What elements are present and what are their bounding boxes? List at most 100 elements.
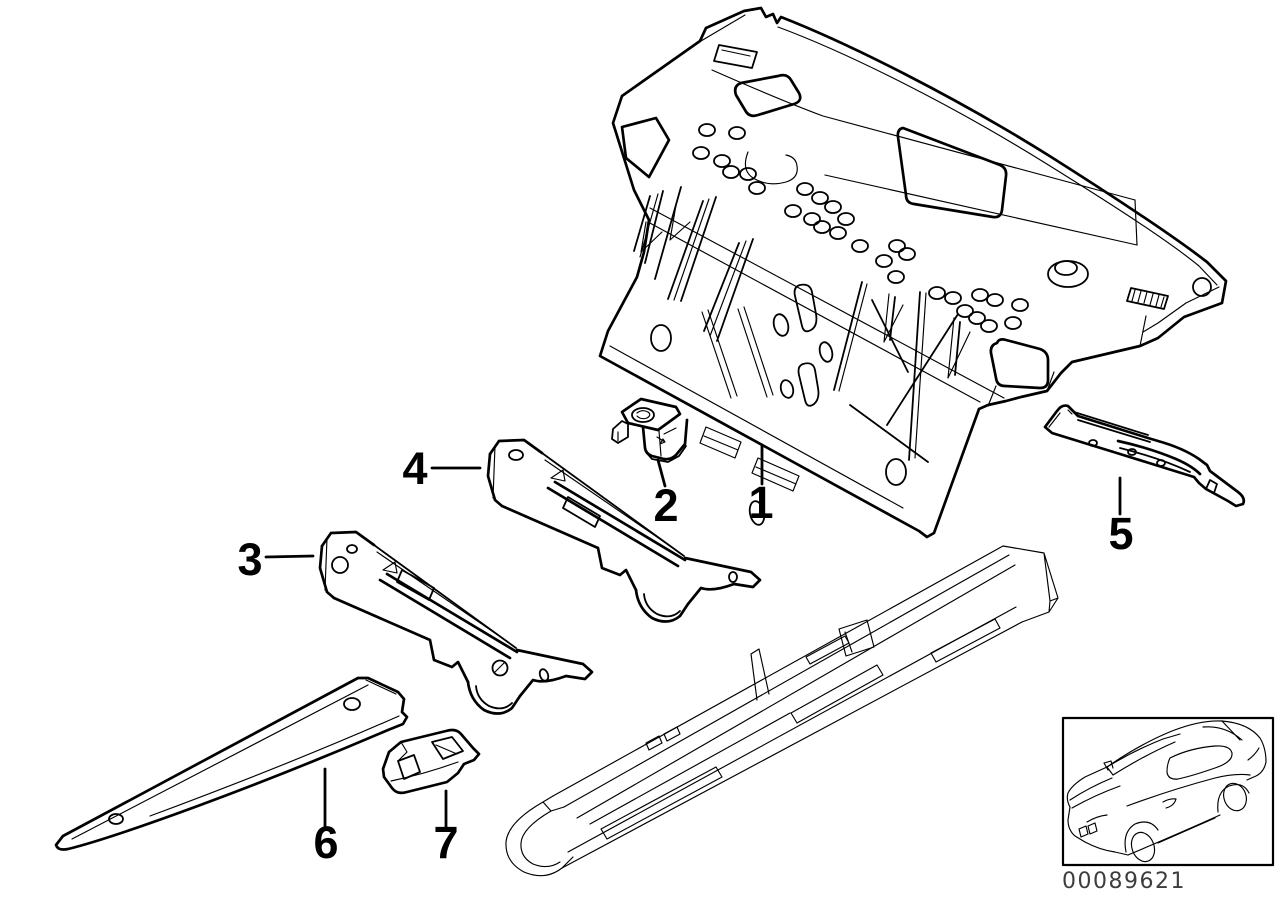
part-3-cross-member-drawing-path bbox=[515, 648, 594, 698]
part-4-cross-member-drawing-path bbox=[486, 452, 504, 508]
sill-member-drawing-path bbox=[552, 545, 1016, 819]
car-outline-icon-path bbox=[1202, 720, 1260, 761]
part-5-support-rail-drawing-ellipse bbox=[1088, 439, 1098, 447]
sill-member-drawing-path bbox=[805, 635, 850, 665]
part-1-rear-partition-panel-drawing-path bbox=[777, 26, 1218, 286]
callout-6-label[interactable]: 6 bbox=[313, 817, 338, 868]
part-1-rear-partition-panel-drawing-path bbox=[1142, 286, 1220, 333]
panel-hole-row-ellipse bbox=[944, 291, 962, 305]
panel-hole-row-ellipse bbox=[829, 226, 847, 240]
part-1-rear-partition-panel-drawing-path bbox=[744, 151, 798, 185]
part-4-cross-member-drawing-ellipse bbox=[508, 449, 524, 461]
callout-2-label[interactable]: 2 bbox=[653, 480, 678, 531]
callout-4[interactable]: 4 bbox=[402, 443, 482, 494]
part-1-rear-partition-panel-drawing-ellipse bbox=[885, 458, 907, 486]
callout-1[interactable]: 1 bbox=[748, 443, 774, 528]
callout-7[interactable]: 7 bbox=[433, 789, 459, 868]
car-outline-icon-path bbox=[1157, 817, 1216, 844]
panel-hole-row-ellipse bbox=[888, 239, 906, 253]
part-3-cross-member-drawing-path bbox=[378, 572, 519, 660]
car-thumbnail-border bbox=[1061, 716, 1275, 867]
part-3-cross-member-drawing-path bbox=[466, 680, 522, 715]
part-5-support-rail-drawing-path bbox=[1073, 411, 1151, 443]
part-1-rear-partition-panel-drawing-path bbox=[713, 44, 758, 69]
callout-5-label[interactable]: 5 bbox=[1108, 508, 1133, 559]
car-outline-icon-path bbox=[1217, 783, 1250, 813]
panel-hole-row-ellipse bbox=[928, 286, 946, 300]
part-3-cross-member-drawing bbox=[318, 530, 594, 715]
part-4-cross-member-drawing-path bbox=[488, 438, 544, 456]
part-1-rear-partition-panel-drawing-ellipse bbox=[772, 313, 790, 337]
panel-hole-row-ellipse bbox=[968, 311, 986, 325]
sill-member-drawing-path bbox=[600, 766, 723, 840]
part-5-support-rail-drawing-path bbox=[1048, 409, 1073, 428]
part-1-rear-partition-panel-drawing-path bbox=[647, 221, 981, 403]
part-3-cross-member-drawing-ellipse bbox=[346, 544, 358, 554]
part-1-rear-partition-panel-drawing-path bbox=[824, 174, 1138, 246]
part-1-rear-partition-panel-drawing-ellipse bbox=[1192, 277, 1212, 297]
callout-5[interactable]: 5 bbox=[1108, 476, 1134, 559]
part-7-bracket-drawing bbox=[381, 728, 481, 795]
sill-member-drawing-path bbox=[930, 618, 1001, 663]
car-outline-icon-path bbox=[1106, 733, 1181, 768]
panel-rib-pattern-right-path bbox=[889, 296, 961, 376]
callout-2[interactable]: 2 bbox=[653, 458, 679, 531]
part-1-rear-partition-panel-drawing-path bbox=[1139, 315, 1147, 347]
panel-hole-row-ellipse bbox=[898, 247, 916, 261]
part-5-support-rail-drawing-path bbox=[1205, 479, 1218, 494]
panel-hole-row-ellipse bbox=[803, 212, 821, 226]
part-1-rear-partition-panel-drawing-path bbox=[1131, 289, 1165, 308]
car-outline-icon-path bbox=[1162, 798, 1177, 809]
part-6-reinforcement-strip-drawing-path bbox=[54, 676, 409, 851]
part-3-cross-member-drawing-ellipse bbox=[538, 668, 550, 682]
sill-member-drawing-path bbox=[520, 810, 561, 868]
part-1-rear-partition-panel-drawing-path bbox=[649, 207, 1005, 399]
callout-3-label[interactable]: 3 bbox=[237, 534, 262, 585]
part-1-rear-partition-panel-drawing-path bbox=[793, 283, 818, 333]
part-7-bracket-drawing-path bbox=[435, 744, 458, 755]
part-3-cross-member-drawing-ellipse bbox=[331, 556, 349, 574]
sill-member-drawing-path bbox=[750, 648, 770, 701]
part-5-support-rail-drawing-path bbox=[1116, 439, 1202, 476]
part-6-reinforcement-strip-drawing-path bbox=[149, 715, 400, 817]
part-4-cross-member-drawing-path bbox=[643, 593, 681, 618]
part-2-bracket-drawing-ellipse bbox=[631, 407, 655, 423]
part-5-support-rail-drawing bbox=[1043, 404, 1246, 508]
car-outline-icon-path bbox=[1069, 777, 1121, 809]
callout-3[interactable]: 3 bbox=[237, 534, 315, 585]
part-4-cross-member-drawing-path bbox=[550, 469, 566, 482]
callouts: 1 2 3 4 5 6 7 bbox=[237, 443, 1133, 868]
panel-rib-pattern-left-path bbox=[701, 306, 774, 399]
car-outline-icon-path bbox=[1106, 741, 1176, 776]
part-1-rear-partition-panel-drawing-path bbox=[797, 362, 820, 407]
part-1-rear-partition-panel-drawing-path bbox=[896, 126, 1008, 219]
callout-7-label[interactable]: 7 bbox=[433, 817, 458, 868]
sill-member-drawing-path bbox=[542, 795, 565, 812]
panel-hole-row-ellipse bbox=[728, 126, 746, 140]
panel-hole-row-ellipse bbox=[698, 123, 716, 137]
part-3-cross-member-drawing-path bbox=[475, 685, 513, 710]
panel-hole-row-ellipse bbox=[887, 270, 905, 284]
callout-6[interactable]: 6 bbox=[313, 767, 339, 868]
callout-4-label[interactable]: 4 bbox=[402, 443, 427, 494]
part-4-cross-member-drawing-path bbox=[500, 504, 638, 592]
panel-hole-row-ellipse bbox=[875, 254, 893, 268]
panel-rib-pattern-left-path bbox=[640, 204, 691, 253]
part-3-cross-member-drawing-path bbox=[382, 561, 398, 574]
car-thumbnail: 00089621 bbox=[1061, 716, 1275, 894]
car-outline-icon-ellipse bbox=[1130, 831, 1156, 863]
callout-1-label[interactable]: 1 bbox=[748, 477, 773, 528]
panel-hole-row-ellipse bbox=[837, 212, 855, 226]
part-2-bracket-drawing bbox=[611, 397, 689, 463]
part-2-bracket-drawing-path bbox=[641, 418, 689, 461]
part-4-cross-member-drawing-path bbox=[634, 588, 690, 623]
car-outline-icon-path bbox=[1067, 806, 1086, 843]
part-1-rear-partition-panel-drawing-path bbox=[598, 6, 1228, 539]
panel-hole-row-ellipse bbox=[813, 220, 831, 234]
panel-rib-pattern-left bbox=[609, 186, 904, 509]
part-1-rear-partition-panel-drawing-ellipse bbox=[818, 341, 834, 363]
callout-3-leader bbox=[264, 554, 315, 559]
part-2-bracket-drawing-path bbox=[636, 410, 651, 420]
part-1-rear-partition-panel-drawing-path bbox=[711, 69, 1136, 201]
part-1-rear-partition-panel-drawing-ellipse bbox=[779, 379, 795, 399]
